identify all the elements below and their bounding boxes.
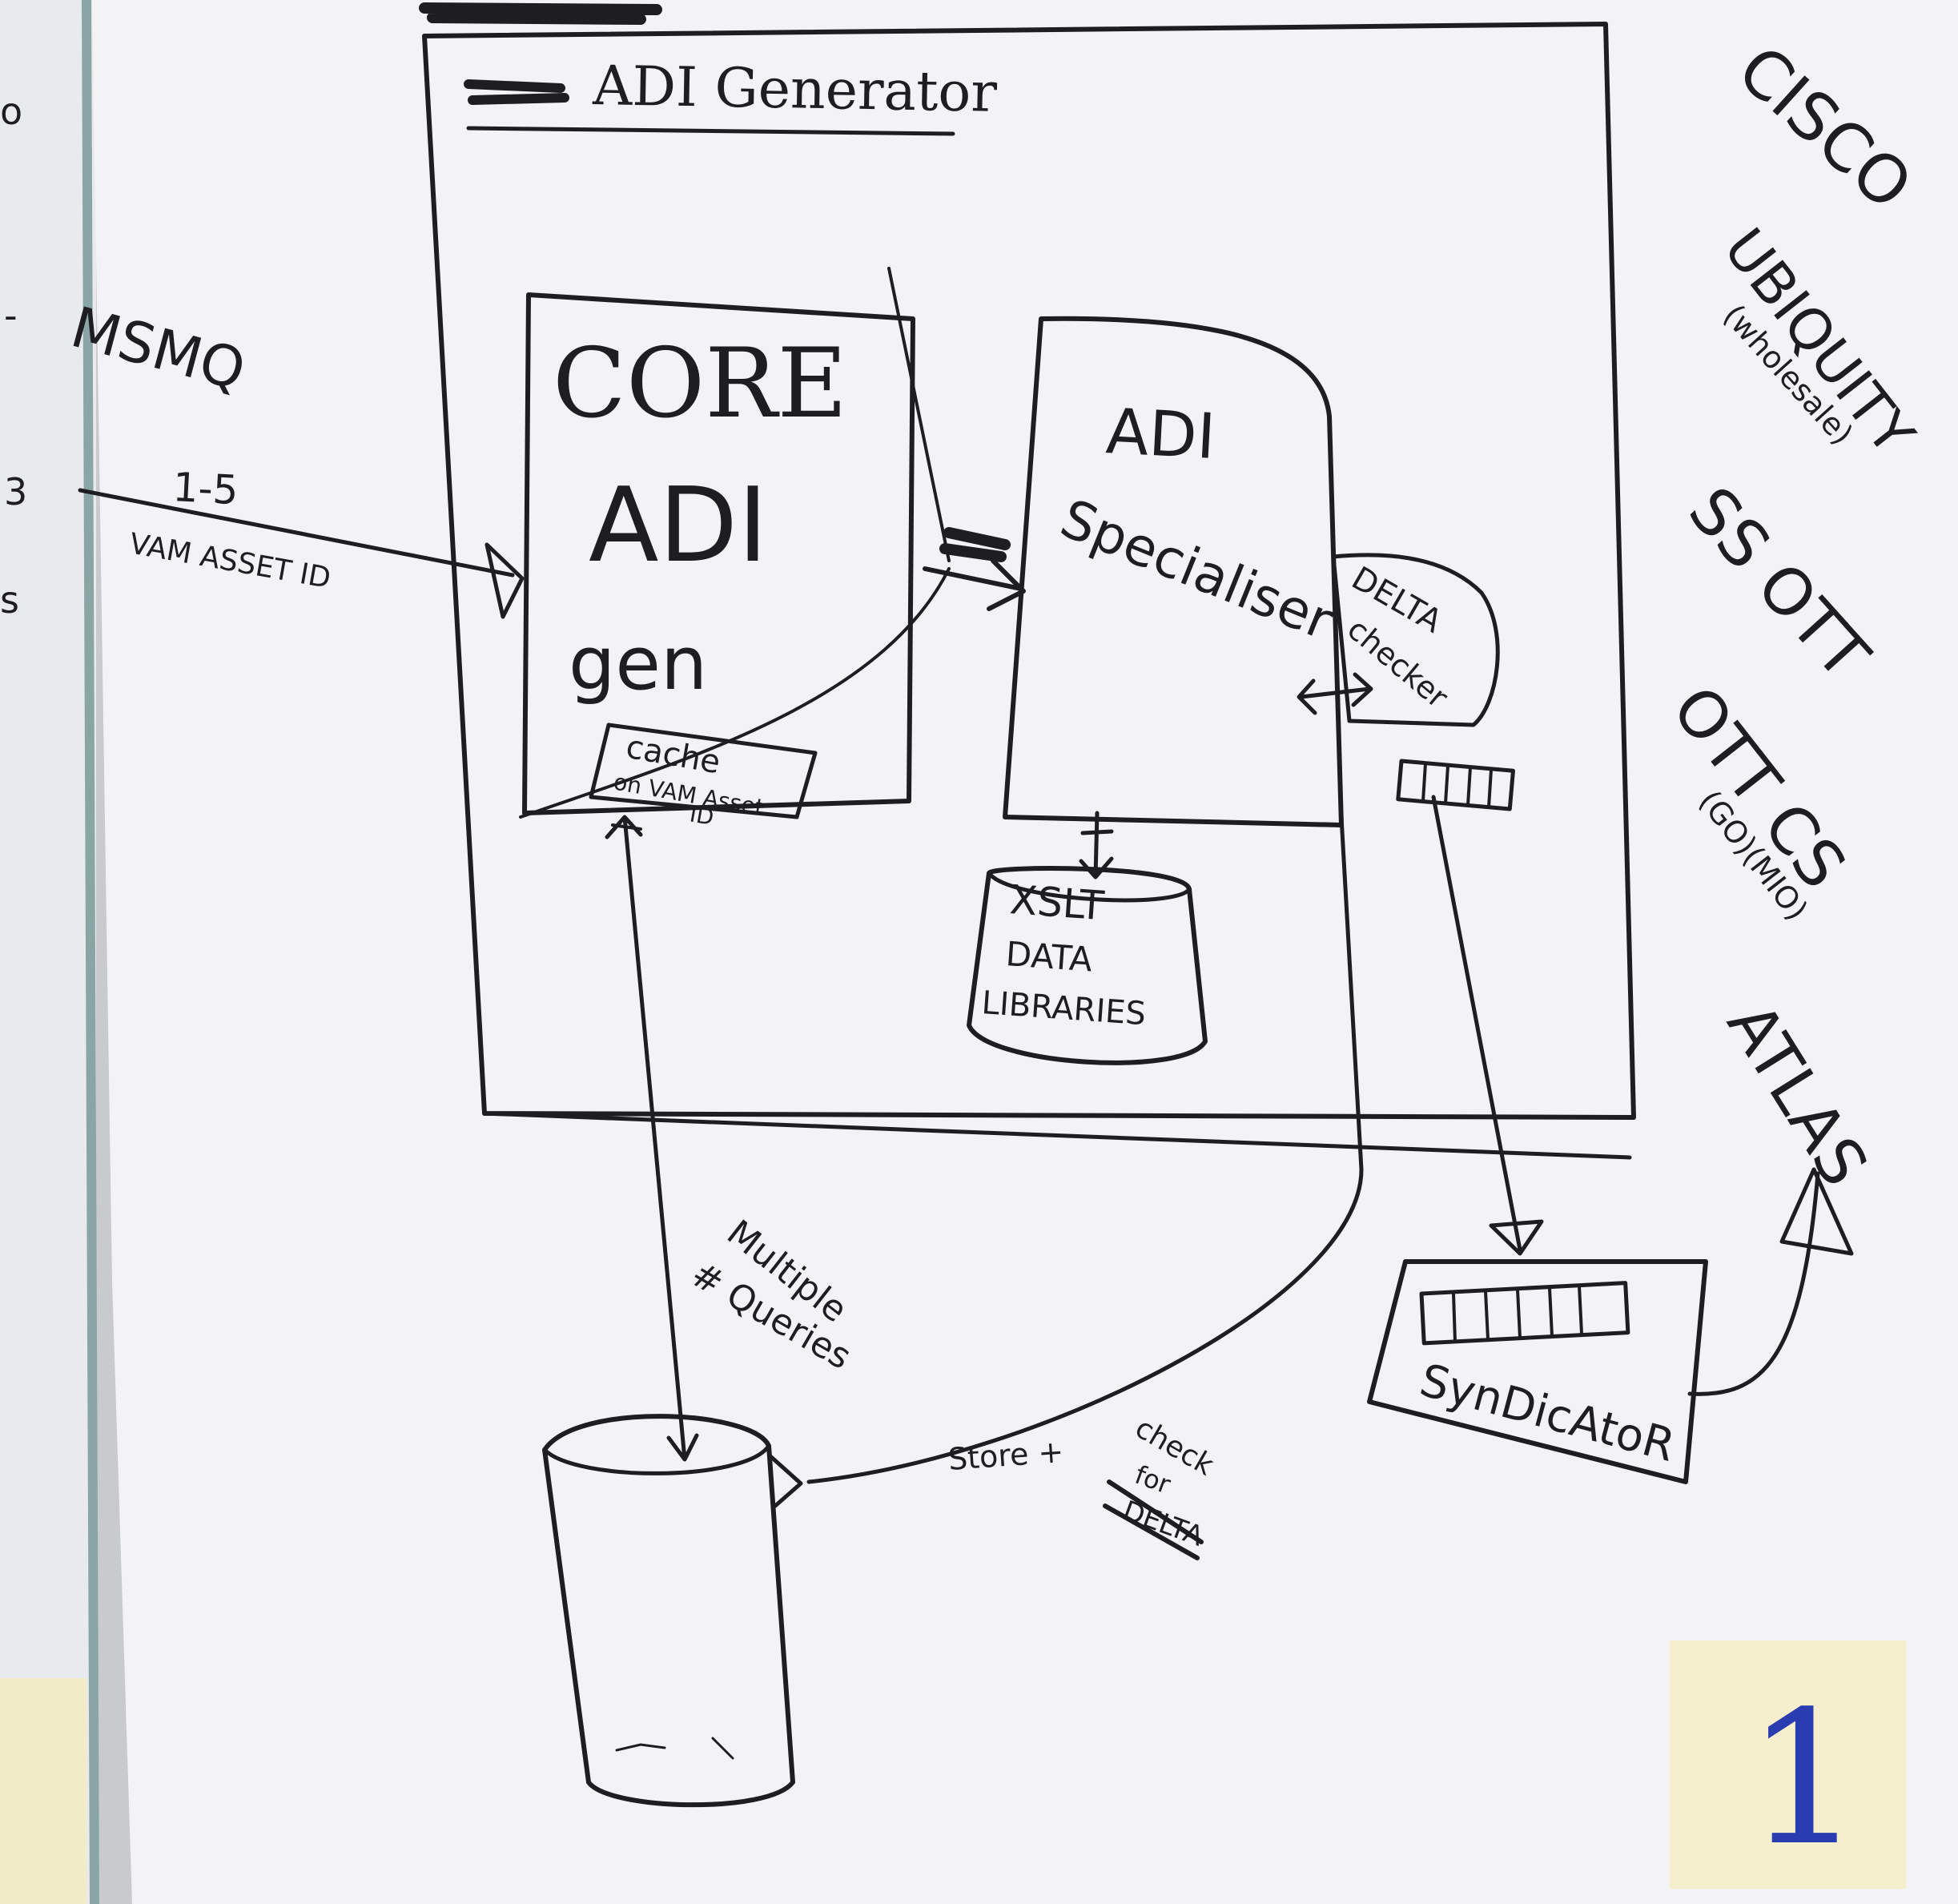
top-scribble bbox=[419, 2, 662, 25]
adi-label: ADI bbox=[589, 466, 768, 586]
sticky-note bbox=[1670, 1640, 1906, 1889]
gen-label: gen bbox=[569, 621, 707, 706]
store-squiggle bbox=[615, 1737, 734, 1760]
syndicator-box bbox=[1367, 1259, 1708, 1484]
title-scribble bbox=[464, 79, 569, 105]
adi-specialiser-box bbox=[1003, 316, 1344, 827]
boundary-line bbox=[482, 1111, 1632, 1160]
specialiser-library-arrow bbox=[1079, 811, 1114, 880]
diagram-title: ADI Generator bbox=[592, 54, 998, 125]
cache-box bbox=[589, 723, 818, 819]
left-mark-2: - bbox=[4, 294, 18, 337]
delta-checker-box bbox=[1331, 553, 1500, 727]
syndicator-queue bbox=[1419, 1281, 1630, 1346]
xslt-library-cylinder bbox=[967, 866, 1208, 1065]
store-label: Store + bbox=[947, 1434, 1065, 1477]
store-arrow bbox=[768, 815, 1364, 1508]
sticky-note-left bbox=[0, 1678, 86, 1904]
sticky-note-number: 1 bbox=[1746, 1673, 1863, 1886]
title-underline bbox=[466, 126, 955, 136]
delta-store-scribble bbox=[1103, 1479, 1204, 1560]
arrowhead-specialiser bbox=[987, 558, 1026, 611]
store-cylinder-top bbox=[542, 1443, 771, 1475]
queries-tick bbox=[611, 823, 642, 831]
arrow-scribble bbox=[939, 527, 1011, 562]
rate-label: 1-5 bbox=[171, 464, 239, 513]
left-sheet bbox=[0, 0, 96, 1904]
left-mark-4: s bbox=[0, 578, 19, 622]
delta-queue-dividers bbox=[1421, 762, 1493, 809]
delta-queue bbox=[1396, 759, 1515, 811]
core-label: CORE bbox=[553, 328, 847, 440]
syndicator-queue-dividers bbox=[1452, 1284, 1583, 1343]
delta-to-syndicator-arrow bbox=[1431, 795, 1544, 1256]
diagonal-arrow bbox=[519, 567, 951, 819]
left-mark-1: o bbox=[0, 90, 22, 133]
specialiser-delta-arrow bbox=[1297, 672, 1373, 715]
sheet-edge bbox=[82, 0, 99, 1904]
cache-label-3: ID bbox=[688, 800, 716, 831]
core-to-specialiser-arrow bbox=[923, 566, 1023, 591]
xslt-library-top bbox=[987, 871, 1192, 903]
left-mark-3: 3 bbox=[4, 470, 27, 513]
data-label: DATA bbox=[1004, 934, 1094, 979]
xslt-label: XSLT bbox=[1008, 876, 1106, 929]
core-adi-gen-box bbox=[522, 292, 915, 815]
specialiser-adi-label: ADI bbox=[1104, 396, 1217, 473]
msmq-arrow bbox=[78, 488, 525, 619]
boundary-diagonal bbox=[887, 267, 951, 562]
adi-generator-box bbox=[422, 22, 1636, 1120]
main-sheet bbox=[24, 0, 1958, 1904]
syndicator-to-targets-arrow bbox=[1687, 1167, 1854, 1396]
store-cylinder bbox=[542, 1414, 795, 1808]
